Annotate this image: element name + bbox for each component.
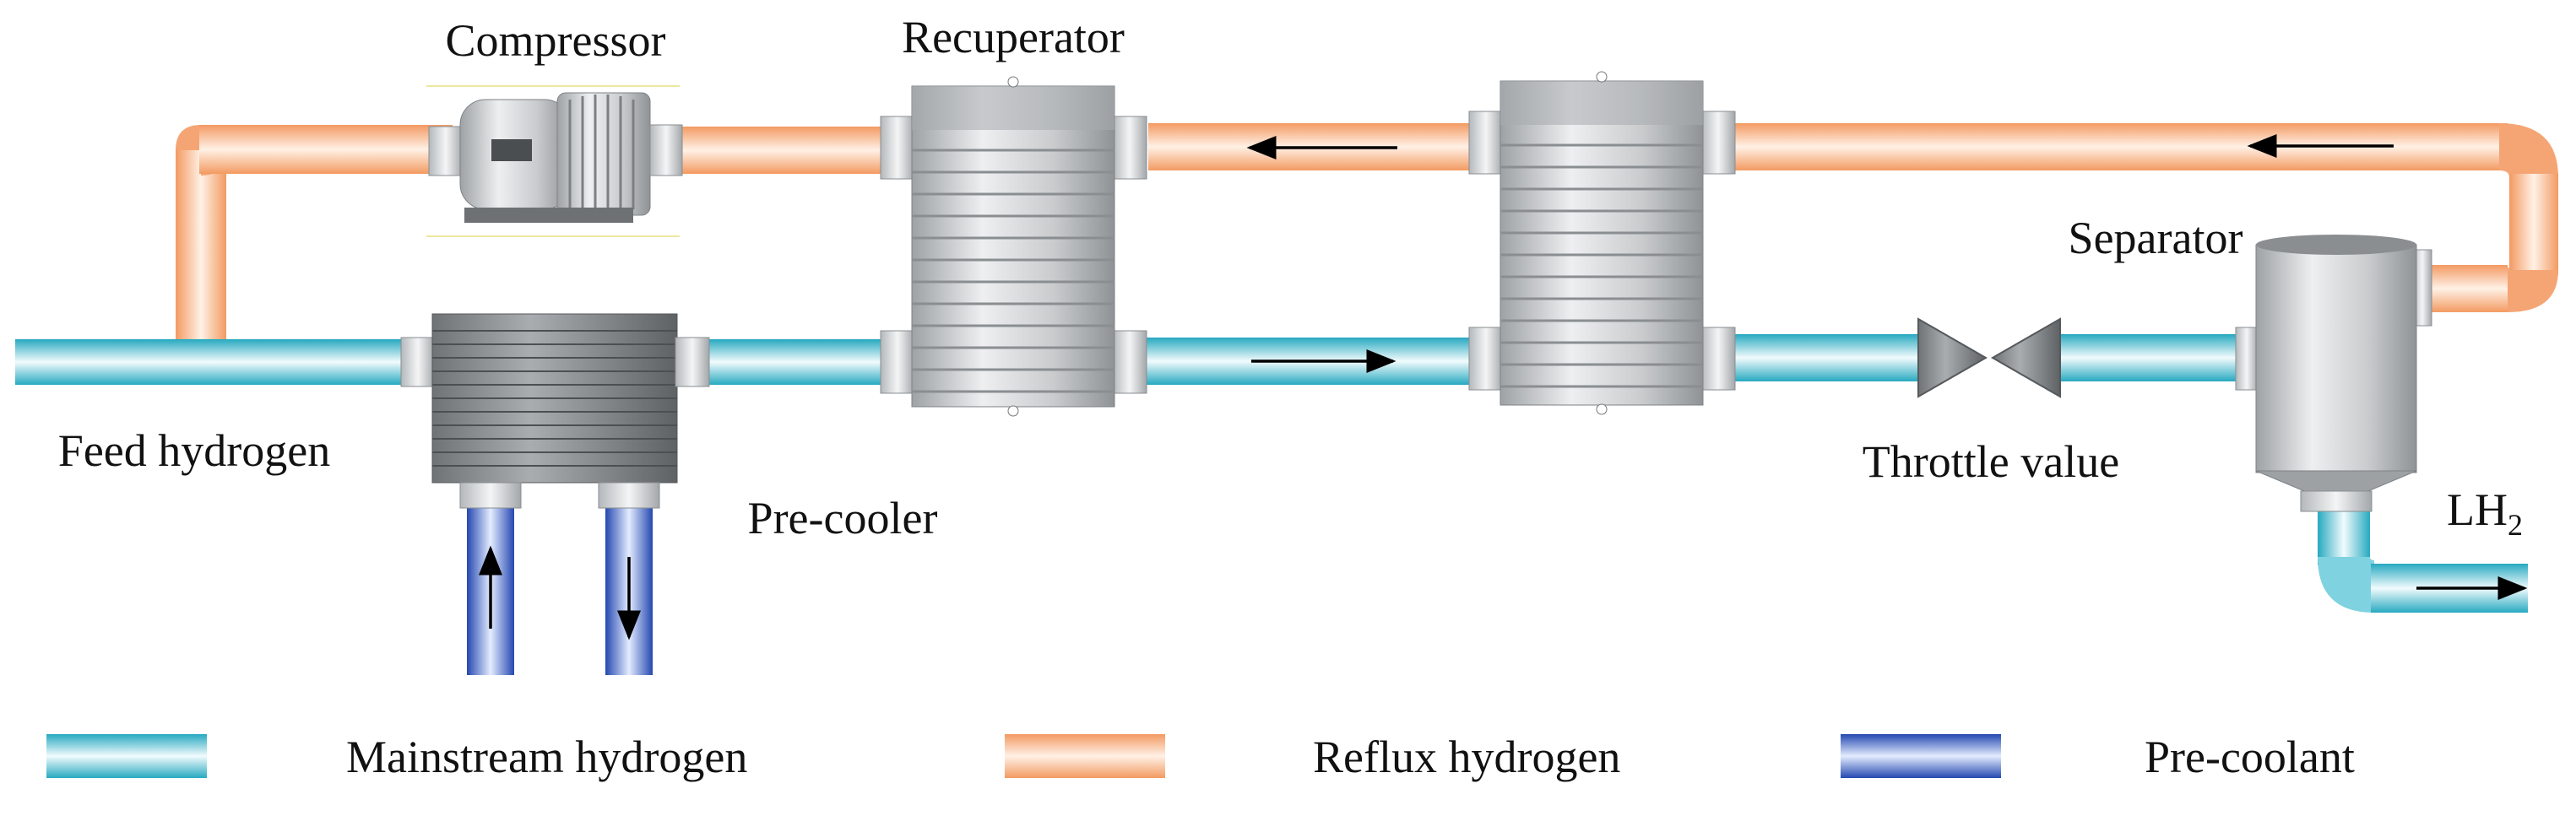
pre-cooler — [400, 313, 710, 509]
separator — [2235, 235, 2432, 512]
legend-swatch-precoolant — [1841, 734, 2001, 778]
main-pipe-throttle-separator — [2053, 334, 2239, 381]
reflux-pipe-to-compressor — [199, 125, 453, 174]
recuperator-1 — [880, 76, 1147, 417]
legend-label-mainstream: Mainstream hydrogen — [346, 732, 747, 782]
label-lh2: LH2 — [2447, 484, 2523, 542]
label-pre-cooler: Pre-cooler — [748, 493, 938, 543]
compressor-fins — [568, 95, 635, 214]
reflux-riser-pipe — [176, 148, 226, 357]
legend-label-precoolant: Pre-coolant — [2145, 732, 2355, 782]
reflux-pipe-from-separator — [2423, 265, 2508, 312]
mainstream-pipe-network — [15, 334, 2528, 613]
reflux-pipe-network — [176, 123, 2558, 357]
separator-cone — [2255, 470, 2417, 494]
legend: Mainstream hydrogen Reflux hydrogen Pre-… — [46, 732, 2355, 782]
precooler-coolant-flange-in — [459, 482, 522, 509]
equipment-labels: Compressor Recuperator Separator Feed hy… — [58, 12, 2523, 543]
reflux-pipe-compressor-recuperator — [675, 127, 885, 174]
label-lh2-subscript: 2 — [2508, 508, 2523, 542]
lh2-outlet-vertical — [2318, 506, 2370, 565]
precooler-outlet-flange — [675, 337, 710, 387]
throttle-valve-right — [1990, 317, 2061, 398]
reflux-elbow-right-top — [2499, 123, 2558, 177]
throttle-valve — [1917, 317, 2061, 398]
recuperator-2 — [1468, 71, 1736, 415]
compressor-base — [464, 208, 633, 223]
recuperator-2-body — [1500, 80, 1704, 406]
label-recuperator: Recuperator — [902, 12, 1125, 62]
label-separator: Separator — [2069, 213, 2243, 263]
label-lh2-main: LH — [2447, 484, 2508, 535]
lh2-outlet-elbow — [2318, 557, 2374, 613]
precooler-fins — [432, 330, 677, 467]
compressor-inlet-flange — [428, 126, 464, 176]
reflux-pipe-right-down — [2509, 174, 2558, 275]
throttle-valve-left — [1917, 317, 1988, 398]
separator-inlet-flange — [2235, 327, 2259, 391]
precoolant-pipes — [467, 506, 653, 675]
precooler-inlet-flange — [400, 337, 436, 387]
separator-vessel — [2255, 244, 2417, 473]
label-feed-hydrogen: Feed hydrogen — [58, 425, 330, 476]
flow-arrows — [479, 134, 2528, 640]
precooler-coolant-flange-out — [598, 482, 660, 509]
label-compressor: Compressor — [446, 15, 666, 66]
compressor-motor-window — [491, 139, 532, 161]
feed-pipe — [15, 339, 404, 385]
compressor — [426, 85, 683, 237]
main-pipe-precooler-recuperator — [701, 339, 887, 385]
legend-label-reflux: Reflux hydrogen — [1313, 732, 1620, 782]
separator-bottom-flange — [2300, 490, 2373, 512]
main-pipe-to-throttle — [1731, 334, 1925, 381]
legend-swatch-mainstream — [46, 734, 207, 778]
label-throttle-value: Throttle value — [1863, 436, 2119, 487]
recuperator-1-body — [911, 85, 1115, 408]
compressor-outlet-flange — [649, 124, 683, 176]
separator-vessel-top — [2256, 235, 2416, 255]
legend-swatch-reflux — [1005, 734, 1165, 778]
